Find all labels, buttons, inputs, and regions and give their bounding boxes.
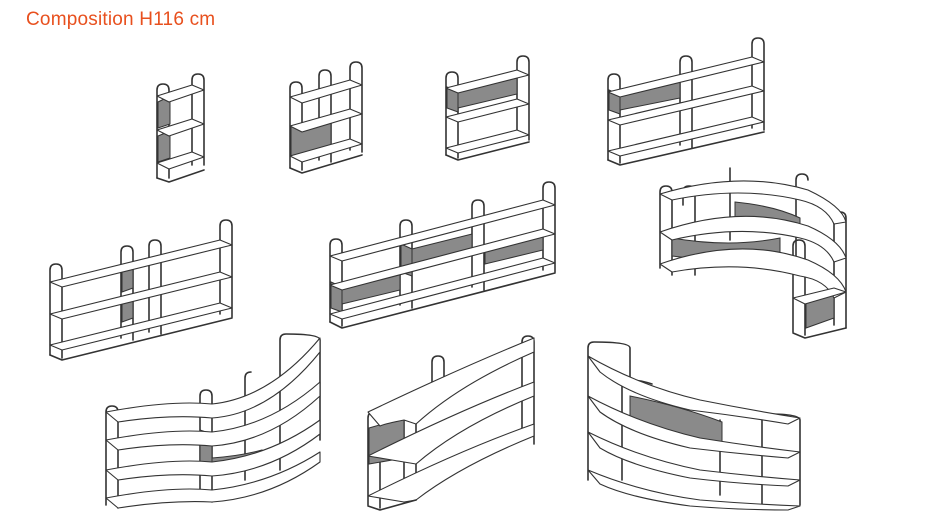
shelf-unit-curved-wave-right — [587, 341, 801, 511]
shelf-unit-curved-u — [659, 167, 847, 339]
shelf-unit-curved-arc-center — [367, 335, 535, 511]
shelf-unit-long-center — [329, 181, 556, 329]
shelf-unit-double-wide — [607, 37, 765, 166]
shelf-unit-curved-s-left — [105, 333, 321, 509]
shelf-unit-single-wide — [445, 55, 530, 161]
shelf-unit-long-left — [49, 219, 233, 361]
composition-title: Composition H116 cm — [26, 9, 216, 30]
shelf-unit-two-bay — [289, 61, 363, 174]
shelf-unit-single-narrow — [156, 73, 205, 183]
